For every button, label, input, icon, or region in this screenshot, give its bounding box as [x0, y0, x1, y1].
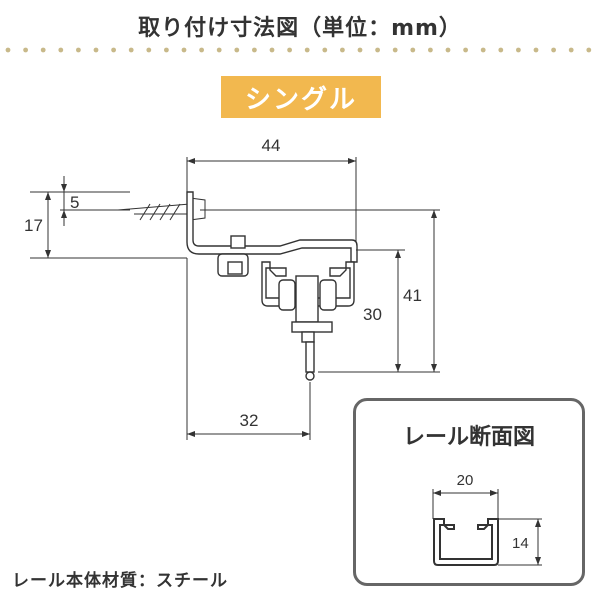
- divider-dot: [340, 47, 345, 53]
- divider-dot: [287, 47, 292, 53]
- variant-badge: シングル: [221, 76, 381, 118]
- divider-dot: [375, 47, 380, 53]
- divider-dot: [568, 47, 574, 53]
- dimension-overall-width: 44: [186, 136, 357, 250]
- divider-dot: [252, 47, 257, 53]
- divider-dot: [181, 47, 187, 53]
- rail-section-title: レール断面図: [402, 425, 535, 450]
- material-note: レール本体材質：スチール: [12, 571, 228, 591]
- divider-dot: [111, 47, 116, 53]
- divider-dot: [428, 47, 433, 53]
- dim-label-32: 32: [240, 411, 259, 430]
- dotted-divider: [5, 47, 592, 53]
- divider-dot: [357, 47, 363, 53]
- divider-dot: [164, 47, 169, 53]
- screw: [117, 197, 206, 221]
- rail-dim-label-20: 20: [457, 472, 474, 489]
- divider-dot: [23, 47, 28, 53]
- divider-dot: [480, 47, 486, 53]
- divider-dot: [586, 47, 592, 53]
- dimension-bracket-offsets: 5 17: [24, 176, 187, 259]
- divider-dot: [76, 47, 81, 53]
- divider-dot: [533, 47, 539, 53]
- rail-dim-label-14: 14: [512, 535, 529, 552]
- divider-dot: [58, 47, 64, 53]
- dimension-hook-offset: 32: [186, 258, 311, 440]
- divider-dot: [304, 47, 310, 53]
- divider-dot: [269, 47, 275, 53]
- rail-section-panel: レール断面図 20 14: [353, 398, 585, 586]
- divider-dot: [498, 47, 504, 53]
- dim-label-17: 17: [24, 216, 43, 235]
- divider-dot: [216, 47, 222, 53]
- bracket: [186, 191, 358, 263]
- divider-dot: [40, 47, 46, 53]
- divider-dot: [322, 47, 328, 53]
- dim-label-41: 41: [403, 286, 422, 305]
- dim-label-44: 44: [262, 136, 281, 155]
- page-title: 取り付け寸法図（単位：mm）: [138, 16, 462, 41]
- divider-dot: [5, 47, 11, 53]
- divider-dot: [551, 47, 556, 53]
- dim-label-30: 30: [363, 305, 382, 324]
- rail-section-drawing: 20 14: [432, 472, 542, 566]
- divider-dot: [392, 47, 398, 53]
- dim-label-5: 5: [70, 193, 79, 212]
- divider-dot: [445, 47, 451, 53]
- divider-dot: [146, 47, 152, 53]
- divider-dot: [128, 47, 134, 53]
- rail-and-runner: [217, 253, 355, 381]
- divider-dot: [93, 47, 99, 53]
- divider-dot: [516, 47, 521, 53]
- dimension-heights: 30 41: [200, 209, 440, 373]
- divider-dot: [410, 47, 416, 53]
- divider-dot: [463, 47, 468, 53]
- divider-dot: [234, 47, 240, 53]
- divider-dot: [199, 47, 205, 53]
